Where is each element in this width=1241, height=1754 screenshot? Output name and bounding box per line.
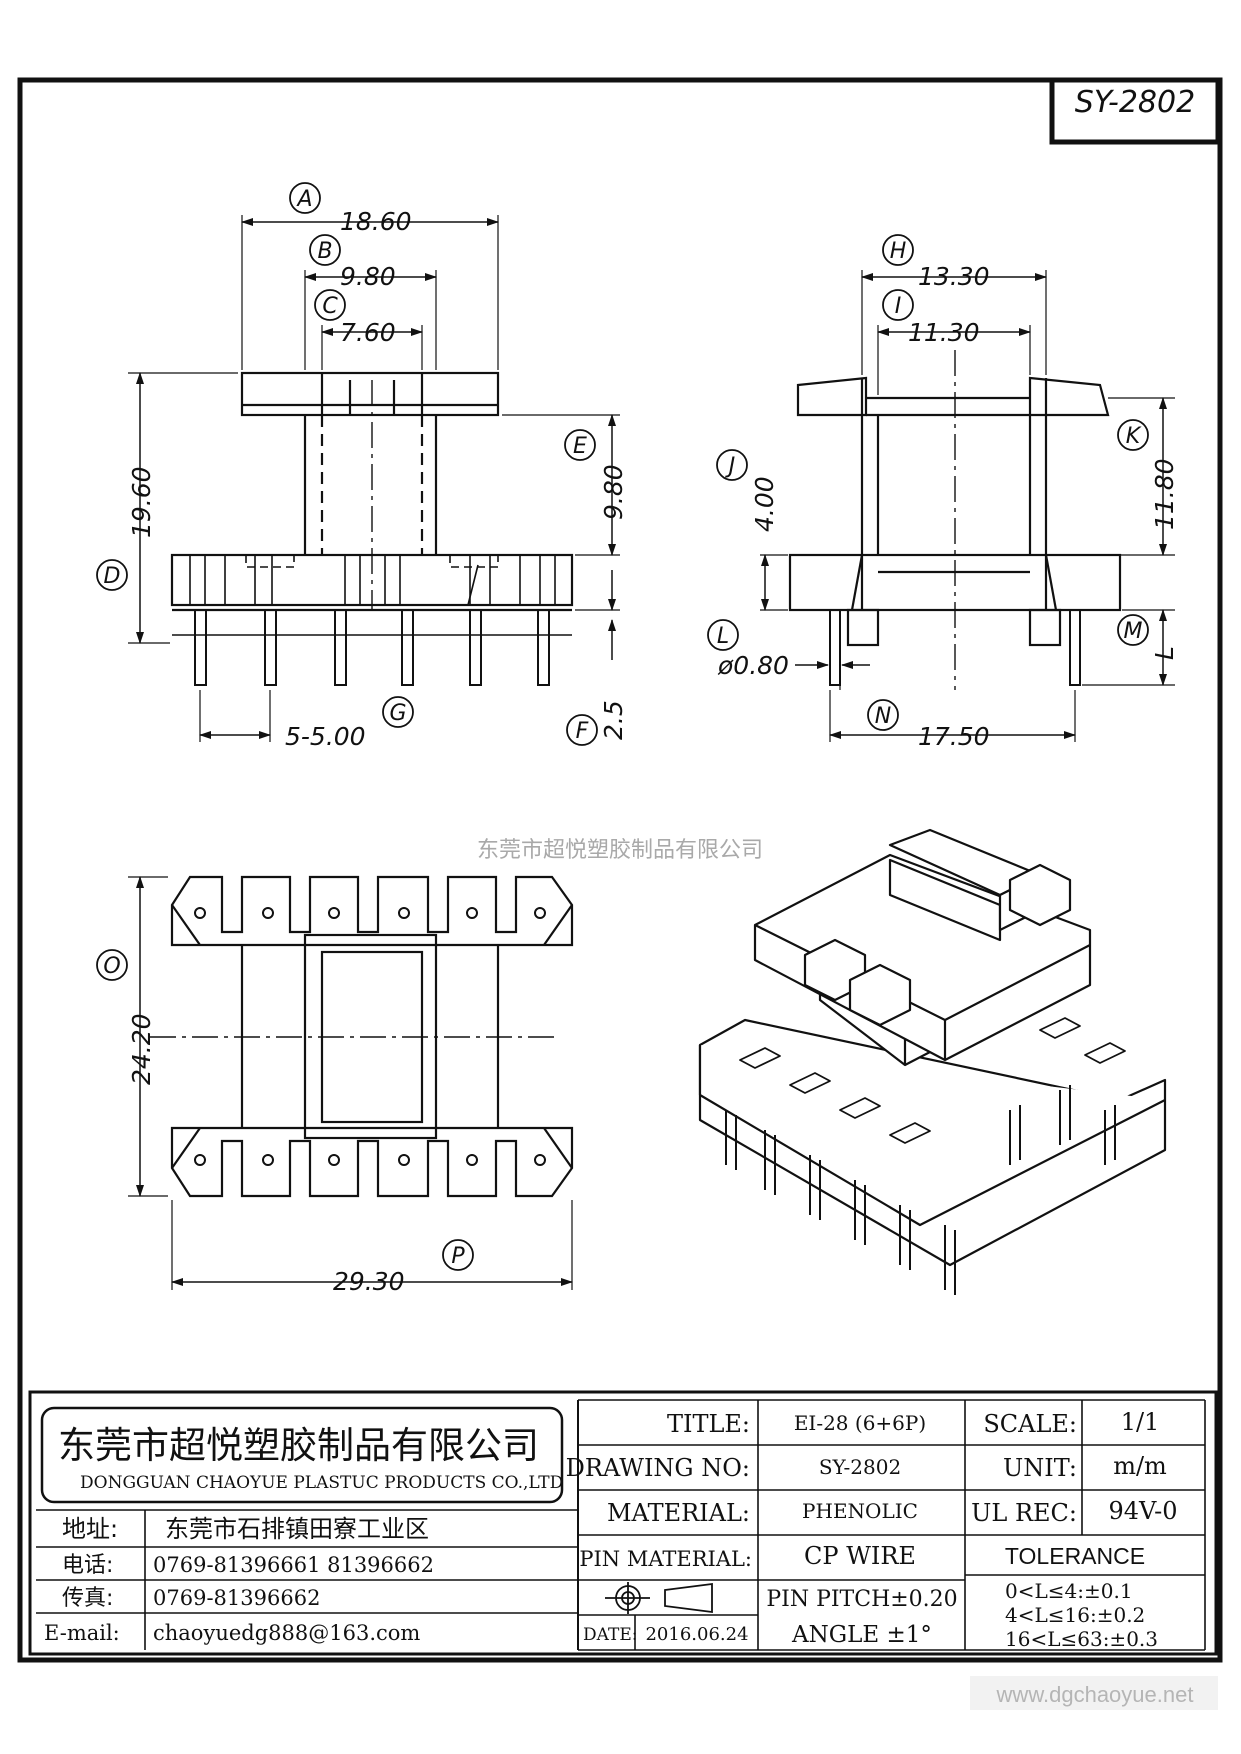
company-name-cn: 东莞市超悦塑胶制品有限公司 <box>58 1424 539 1467</box>
dim-m-value: L <box>1150 646 1179 660</box>
callout-e: E <box>564 429 596 461</box>
svg-text:B: B <box>317 239 332 264</box>
front-view <box>128 215 620 742</box>
top-view <box>128 875 574 1290</box>
unit-value: m/m <box>1113 1452 1167 1480</box>
tolerance-row-3: 16<L≤63:±0.3 <box>1005 1627 1158 1651</box>
callout-markers: A B C D E F G H I J K L M N O P <box>96 182 1149 1271</box>
dim-k-value: 11.80 <box>1150 458 1179 530</box>
svg-text:J: J <box>725 454 736 479</box>
drawing-border <box>17 77 1223 1663</box>
svg-text:C: C <box>322 294 338 319</box>
dim-e-value: 9.80 <box>599 464 628 520</box>
svg-text:E: E <box>573 434 587 459</box>
svg-text:O: O <box>103 954 120 979</box>
callout-g: G <box>382 696 414 728</box>
dim-b-value: 9.80 <box>340 262 396 291</box>
address-value: 东莞市石排镇田寮工业区 <box>165 1515 429 1543</box>
phone-value: 0769-81396661 81396662 <box>153 1553 434 1577</box>
date-value: 2016.06.24 <box>645 1624 748 1645</box>
svg-text:K: K <box>1126 424 1142 449</box>
drawing-no-value: SY-2802 <box>819 1455 901 1479</box>
callout-h: H <box>882 234 914 266</box>
dim-a-value: 18.60 <box>340 207 412 236</box>
part-code-box: SY-2802 <box>1049 77 1221 145</box>
svg-text:N: N <box>875 704 891 729</box>
part-code: SY-2802 <box>1075 85 1195 120</box>
dim-f-value: 2.5 <box>599 700 628 740</box>
website-badge <box>970 1676 1218 1710</box>
svg-text:F: F <box>576 719 589 744</box>
callout-a: A <box>289 182 321 214</box>
company-name-en: DONGGUAN CHAOYUE PLASTUC PRODUCTS CO.,LT… <box>80 1473 563 1493</box>
angle: ANGLE ±1° <box>791 1622 932 1648</box>
callout-d: D <box>96 559 128 591</box>
dim-c-value: 7.60 <box>340 318 396 347</box>
ul-value: 94V-0 <box>1108 1497 1177 1525</box>
callout-o: O <box>96 949 128 981</box>
scale-value: 1/1 <box>1121 1408 1160 1436</box>
tolerance-label: TOLERANCE <box>1005 1543 1145 1569</box>
svg-text:P: P <box>451 1244 465 1269</box>
title-block <box>28 1390 1218 1656</box>
material-label: MATERIAL: <box>607 1499 750 1527</box>
tolerance-row-2: 4<L≤16:±0.2 <box>1005 1603 1145 1627</box>
svg-text:I: I <box>895 294 902 319</box>
pin-material-value: CP WIRE <box>804 1542 916 1570</box>
callout-m: M <box>1117 614 1149 646</box>
ul-label: UL REC: <box>971 1499 1077 1527</box>
side-view <box>760 270 1175 742</box>
svg-text:L: L <box>717 624 729 649</box>
fax-value: 0769-81396662 <box>153 1586 320 1610</box>
email-label: E-mail: <box>44 1621 120 1645</box>
isometric-view <box>698 828 1167 1295</box>
material-value: PHENOLIC <box>802 1499 918 1523</box>
callout-n: N <box>867 699 899 731</box>
dim-h-value: 13.30 <box>918 262 990 291</box>
svg-text:G: G <box>389 701 406 726</box>
dim-j-value: 4.00 <box>750 476 779 532</box>
title-label: TITLE: <box>667 1410 750 1438</box>
pin-pitch: PIN PITCH±0.20 <box>766 1587 957 1612</box>
company-watermark: 东莞市超悦塑胶制品有限公司 <box>477 838 763 863</box>
pin-material-label: PIN MATERIAL: <box>579 1547 752 1571</box>
callout-p: P <box>442 1239 474 1271</box>
address-label: 地址: <box>62 1515 118 1543</box>
projection-symbol-icon <box>605 1582 713 1614</box>
date-label: DATE: <box>583 1625 637 1645</box>
callout-j: J <box>716 449 748 481</box>
svg-text:A: A <box>295 187 312 212</box>
callout-i: I <box>882 289 914 321</box>
svg-text:H: H <box>890 239 907 264</box>
dim-i-value: 11.30 <box>908 318 980 347</box>
phone-label: 电话: <box>62 1553 113 1578</box>
scale-label: SCALE: <box>983 1410 1077 1438</box>
dimension-labels: 18.60 9.80 7.60 19.60 9.80 2.5 5-5.00 13… <box>127 207 1179 1296</box>
callout-c: C <box>314 289 346 321</box>
dim-o-value: 24.20 <box>127 1013 156 1085</box>
callout-b: B <box>309 234 341 266</box>
callout-l: L <box>707 619 739 651</box>
dim-d-value: 19.60 <box>127 466 156 538</box>
website-url: www.dgchaoyue.net <box>996 1682 1194 1707</box>
drawing-no-label: DRAWING NO: <box>566 1454 750 1482</box>
dim-g-value: 5-5.00 <box>285 722 366 751</box>
email-value: chaoyuedg888@163.com <box>153 1621 420 1645</box>
title-block-text: 东莞市超悦塑胶制品有限公司 DONGGUAN CHAOYUE PLASTUC P… <box>44 1408 1178 1651</box>
svg-text:D: D <box>104 564 121 589</box>
unit-label: UNIT: <box>1003 1454 1077 1482</box>
fax-label: 传真: <box>62 1586 113 1611</box>
tolerance-row-1: 0<L≤4:±0.1 <box>1005 1579 1133 1603</box>
dim-n-value: 17.50 <box>918 722 990 751</box>
svg-text:M: M <box>1124 619 1143 644</box>
callout-k: K <box>1117 419 1149 451</box>
dim-l-value: ø0.80 <box>717 651 789 680</box>
callout-f: F <box>566 714 598 746</box>
dim-p-value: 29.30 <box>333 1267 405 1296</box>
title-value: EI-28 (6+6P) <box>794 1411 926 1435</box>
